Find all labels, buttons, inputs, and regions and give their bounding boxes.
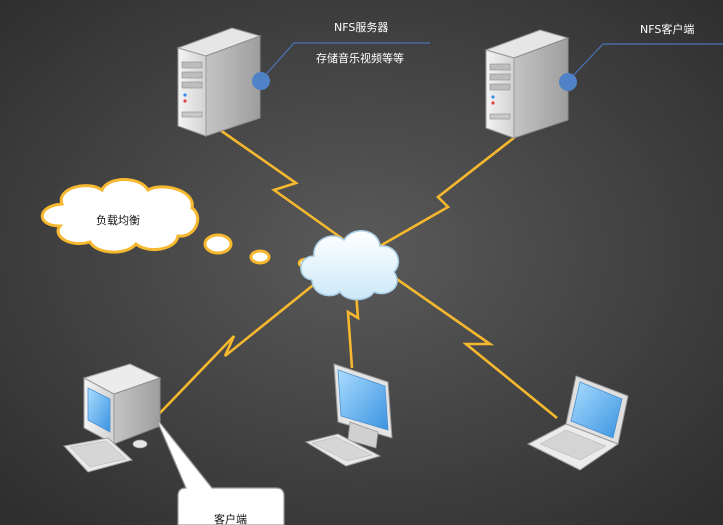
server1-connector-dot — [252, 72, 270, 90]
lightning-links — [157, 128, 558, 420]
nfs-server-title: NFS服务器 — [334, 21, 389, 34]
callout-lines — [260, 42, 723, 82]
callout-line-server1 — [260, 42, 430, 81]
laptop-icon — [526, 375, 629, 471]
callout-line-server2 — [567, 43, 723, 82]
network-cloud-icon — [300, 230, 400, 301]
nfs-client-title: NFS客户端 — [640, 23, 695, 36]
nfs-client-server-icon — [484, 29, 570, 139]
load-balancer-label: 负载均衡 — [96, 214, 140, 227]
link-desktop-cloud — [157, 276, 323, 416]
link-server1-cloud — [219, 128, 355, 249]
nfs-server-subtitle: 存储音乐视频等等 — [316, 52, 404, 65]
server2-connector-dot — [559, 73, 577, 91]
load-balancer-thought-bubble — [40, 178, 313, 269]
monitor-icon — [304, 363, 393, 467]
client-label: 客户端 — [214, 513, 247, 525]
link-laptop-cloud — [377, 264, 558, 420]
client-callout — [155, 417, 285, 525]
nfs-server-icon — [176, 27, 262, 137]
link-server2-cloud — [351, 128, 525, 264]
